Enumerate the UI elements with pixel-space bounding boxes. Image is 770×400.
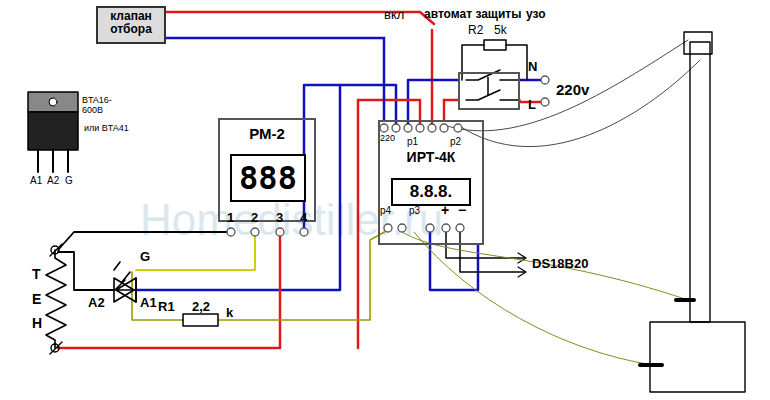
terminal-label: − — [458, 203, 466, 218]
pin-label: G — [65, 175, 73, 186]
node-text: 8.8.8. — [393, 180, 469, 204]
terminal-label: p4 — [380, 205, 391, 216]
terminal-label: N — [528, 60, 537, 74]
pin-number: 1 — [227, 211, 234, 225]
pin-number: 3 — [276, 211, 283, 225]
switch-label: вкл — [384, 8, 404, 22]
node-text: РМ-2 — [220, 126, 314, 143]
pin-label: A1 — [140, 296, 157, 310]
pin-label: G — [140, 250, 150, 264]
resistor-unit: k — [226, 306, 233, 320]
wire-connector — [166, 38, 384, 120]
resistor-value: 2,2 — [192, 300, 210, 314]
heater-label: ТЕН — [32, 262, 46, 336]
pin-label: A1 — [30, 175, 42, 186]
display-box: 888 — [230, 154, 306, 202]
rcd-box: автомат защитыузо — [458, 72, 520, 110]
terminal-label: p1 — [407, 136, 418, 147]
voltage-label: 220v — [556, 82, 589, 99]
node-text: 888 — [232, 156, 304, 200]
terminal-label: p3 — [409, 205, 420, 216]
node-text: узо — [526, 8, 546, 21]
relay-module-box: РМ-2 888 — [218, 118, 316, 222]
node-text: клапан отбора — [101, 10, 161, 36]
wire-connector — [444, 100, 458, 120]
valve-box: клапан отбора — [96, 6, 166, 44]
pin-number: 2 — [251, 211, 258, 225]
terminal-label: 220 — [380, 134, 395, 144]
terminal-label: + — [441, 203, 449, 218]
pin-label: A2 — [88, 296, 105, 310]
part-name: или BTA41 — [84, 124, 129, 134]
terminal-label: L — [528, 98, 536, 112]
terminal-label: p2 — [450, 136, 461, 147]
pin-number: 4 — [300, 211, 307, 225]
resistor-value: 5k — [494, 24, 507, 37]
node-text: автомат защиты — [424, 8, 522, 21]
sensor-name: DS18B20 — [532, 257, 588, 271]
display-box: 8.8.8. — [391, 178, 471, 206]
resistor-name: R1 — [158, 300, 175, 314]
resistor-name: R2 — [468, 24, 483, 37]
node-text: ИРТ-4К — [380, 150, 482, 165]
pin-label: A2 — [47, 175, 59, 186]
part-name: BTA16-600B — [82, 96, 120, 116]
